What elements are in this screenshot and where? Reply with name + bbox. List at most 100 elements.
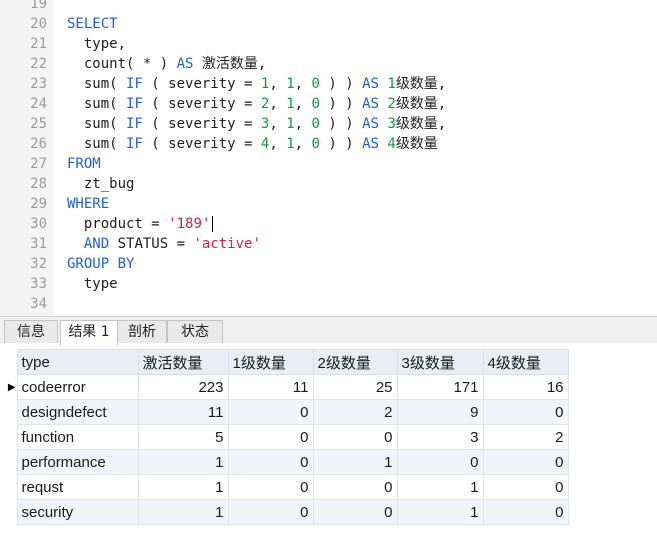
cell-type[interactable]: designdefect xyxy=(16,399,139,425)
tab-info[interactable]: 信息 xyxy=(4,320,58,344)
cell-type[interactable]: performance xyxy=(16,449,139,475)
cell[interactable]: 11 xyxy=(227,374,314,400)
code-line[interactable]: 21 type, xyxy=(0,34,657,54)
cell[interactable]: 1 xyxy=(396,474,484,500)
cell[interactable]: 25 xyxy=(312,374,398,400)
tab-result-1[interactable]: 结果 1 xyxy=(60,320,118,345)
tab-status[interactable]: 状态 xyxy=(167,320,223,344)
cell[interactable]: 0 xyxy=(227,399,314,425)
code-line[interactable]: 33 type xyxy=(0,274,657,294)
sql-text: sum( xyxy=(67,136,127,152)
cell[interactable]: 0 xyxy=(227,449,314,475)
sql-text: , xyxy=(269,116,287,132)
cell-type[interactable]: codeerror xyxy=(16,374,139,400)
code-text: sum( IF ( severity = 2, 1, 0 ) ) AS 2级数量… xyxy=(67,94,446,114)
sql-string: 'active' xyxy=(193,236,261,252)
code-line[interactable]: 25 sum( IF ( severity = 3, 1, 0 ) ) AS 3… xyxy=(0,114,657,134)
cell[interactable]: 0 xyxy=(227,424,314,450)
cell[interactable]: 0 xyxy=(482,399,569,425)
cell-type[interactable]: security xyxy=(16,499,139,525)
line-number: 29 xyxy=(30,196,47,212)
sql-keyword: IF xyxy=(126,96,143,112)
cell[interactable]: 0 xyxy=(312,424,398,450)
sql-text: 级数量, xyxy=(395,116,447,132)
header-row: type 激活数量 1级数量 2级数量 3级数量 4级数量 xyxy=(7,349,569,375)
code-line[interactable]: 29 WHERE xyxy=(0,194,657,214)
sql-keyword: GROUP BY xyxy=(67,256,135,272)
row-indicator-header xyxy=(7,349,17,375)
table-row[interactable]: requst 1 0 0 1 0 xyxy=(7,474,569,500)
sql-number: 0 xyxy=(311,136,320,152)
code-line[interactable]: 34 xyxy=(0,294,657,314)
cell[interactable]: 1 xyxy=(312,449,398,475)
cell[interactable]: 0 xyxy=(312,474,398,500)
cell[interactable]: 0 xyxy=(312,499,398,525)
table-row[interactable]: designdefect 11 0 2 9 0 xyxy=(7,399,569,425)
cell[interactable]: 0 xyxy=(482,474,569,500)
cell[interactable]: 0 xyxy=(396,449,484,475)
sql-keyword: WHERE xyxy=(67,196,110,212)
column-header-active-count[interactable]: 激活数量 xyxy=(137,349,229,375)
sql-number: 1 xyxy=(286,116,295,132)
line-number-gutter xyxy=(0,0,54,316)
sql-text: , xyxy=(294,116,312,132)
column-header-level2-count[interactable]: 2级数量 xyxy=(312,349,398,375)
code-text: type xyxy=(67,274,118,294)
cell-type[interactable]: requst xyxy=(16,474,139,500)
column-header-level4-count[interactable]: 4级数量 xyxy=(482,349,569,375)
cell[interactable]: 0 xyxy=(227,474,314,500)
cell[interactable]: 0 xyxy=(227,499,314,525)
cell[interactable]: 1 xyxy=(137,449,229,475)
cell[interactable]: 1 xyxy=(137,474,229,500)
code-line[interactable]: 19 xyxy=(0,0,657,14)
cell[interactable]: 0 xyxy=(482,499,569,525)
code-line[interactable]: 30 product = '189' xyxy=(0,214,657,234)
result-grid: type 激活数量 1级数量 2级数量 3级数量 4级数量 ▶ codeerro… xyxy=(7,349,569,525)
code-line[interactable]: 23 sum( IF ( severity = 1, 1, 0 ) ) AS 1… xyxy=(0,74,657,94)
code-line[interactable]: 31 AND STATUS = 'active' xyxy=(0,234,657,254)
code-text: SELECT xyxy=(67,14,118,34)
sql-keyword: IF xyxy=(126,116,143,132)
code-line[interactable]: 26 sum( IF ( severity = 4, 1, 0 ) ) AS 4… xyxy=(0,134,657,154)
cell[interactable]: 5 xyxy=(137,424,229,450)
code-text: zt_bug xyxy=(67,174,135,194)
current-row-indicator-icon: ▶ xyxy=(7,374,17,400)
table-row[interactable]: security 1 0 0 1 0 xyxy=(7,499,569,525)
table-row[interactable]: ▶ codeerror 223 11 25 171 16 xyxy=(7,374,569,400)
cell[interactable]: 223 xyxy=(137,374,229,400)
sql-keyword: IF xyxy=(126,76,143,92)
cell[interactable]: 3 xyxy=(396,424,484,450)
text-cursor xyxy=(212,216,214,232)
cell[interactable]: 0 xyxy=(482,449,569,475)
cell[interactable]: 11 xyxy=(137,399,229,425)
column-header-level3-count[interactable]: 3级数量 xyxy=(396,349,484,375)
cell[interactable]: 171 xyxy=(396,374,484,400)
code-text: sum( IF ( severity = 1, 1, 0 ) ) AS 1级数量… xyxy=(67,74,446,94)
cell[interactable]: 2 xyxy=(482,424,569,450)
cell[interactable]: 9 xyxy=(396,399,484,425)
code-line[interactable]: 22 count( * ) AS 激活数量, xyxy=(0,54,657,74)
cell[interactable]: 1 xyxy=(396,499,484,525)
table-row[interactable]: function 5 0 0 3 2 xyxy=(7,424,569,450)
result-grid-area: type 激活数量 1级数量 2级数量 3级数量 4级数量 ▶ codeerro… xyxy=(0,343,657,547)
column-header-level1-count[interactable]: 1级数量 xyxy=(227,349,314,375)
table-row[interactable]: performance 1 0 1 0 0 xyxy=(7,449,569,475)
code-line[interactable]: 28 zt_bug xyxy=(0,174,657,194)
row-indicator xyxy=(7,474,17,500)
cell[interactable]: 2 xyxy=(312,399,398,425)
code-line[interactable]: 24 sum( IF ( severity = 2, 1, 0 ) ) AS 2… xyxy=(0,94,657,114)
column-header-type[interactable]: type xyxy=(16,349,139,375)
sql-keyword: SELECT xyxy=(67,16,118,32)
cell[interactable]: 1 xyxy=(137,499,229,525)
tab-profile[interactable]: 剖析 xyxy=(117,320,167,344)
cell[interactable]: 16 xyxy=(482,374,569,400)
line-number: 19 xyxy=(30,0,47,12)
line-number: 23 xyxy=(30,76,47,92)
sql-text: , xyxy=(294,76,312,92)
cell-type[interactable]: function xyxy=(16,424,139,450)
